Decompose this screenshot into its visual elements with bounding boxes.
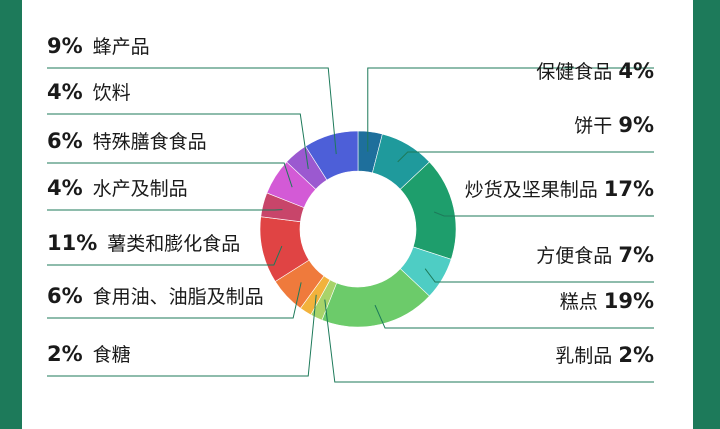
callout-line-0 [367, 67, 654, 152]
callout-label-5: 乳制品 2% [555, 343, 654, 367]
callout-line-4 [374, 304, 654, 329]
callout-line-11 [47, 113, 309, 169]
slice-12 [305, 130, 359, 181]
callout-label-1: 饼干 9% [574, 113, 654, 137]
callout-line-3 [424, 268, 654, 283]
callout-label-7: 6%食用油、油脂及制品 [47, 284, 264, 308]
callout-label-8: 11%薯类和膨化食品 [47, 231, 240, 255]
callout-label-2: 炒货及坚果制品 17% [465, 177, 654, 201]
chart-panel: 保健食品 4% 饼干 9% 炒货及坚果制品 17% 方便食品 7% 糕点 19% 乳制品 … [22, 0, 693, 429]
callout-line-5 [324, 299, 654, 383]
callout-line-7 [47, 282, 302, 319]
callout-lines [47, 67, 654, 383]
callout-label-12: 9%蜂产品 [47, 34, 150, 58]
donut-chart: 保健食品 4% 饼干 9% 炒货及坚果制品 17% 方便食品 7% 糕点 19% 乳制品 … [47, 34, 654, 383]
callout-line-12 [47, 67, 337, 155]
donut-slices [259, 130, 457, 328]
callout-label-4: 糕点 19% [560, 289, 654, 313]
callout-label-6: 2%食糖 [47, 342, 131, 366]
callout-line-8 [47, 245, 283, 266]
callout-line-6 [47, 294, 317, 377]
callout-label-10: 6%特殊膳食食品 [47, 129, 207, 153]
callout-label-3: 方便食品 7% [536, 243, 654, 267]
callout-label-0: 保健食品 4% [536, 59, 654, 83]
callout-line-10 [47, 162, 293, 188]
callout-label-9: 4%水产及制品 [47, 176, 188, 200]
callout-line-1 [397, 151, 654, 163]
callout-labels: 保健食品 4% 饼干 9% 炒货及坚果制品 17% 方便食品 7% 糕点 19% 乳制品 … [47, 34, 654, 367]
callout-line-2 [433, 211, 654, 217]
callout-label-11: 4%饮料 [47, 80, 131, 104]
